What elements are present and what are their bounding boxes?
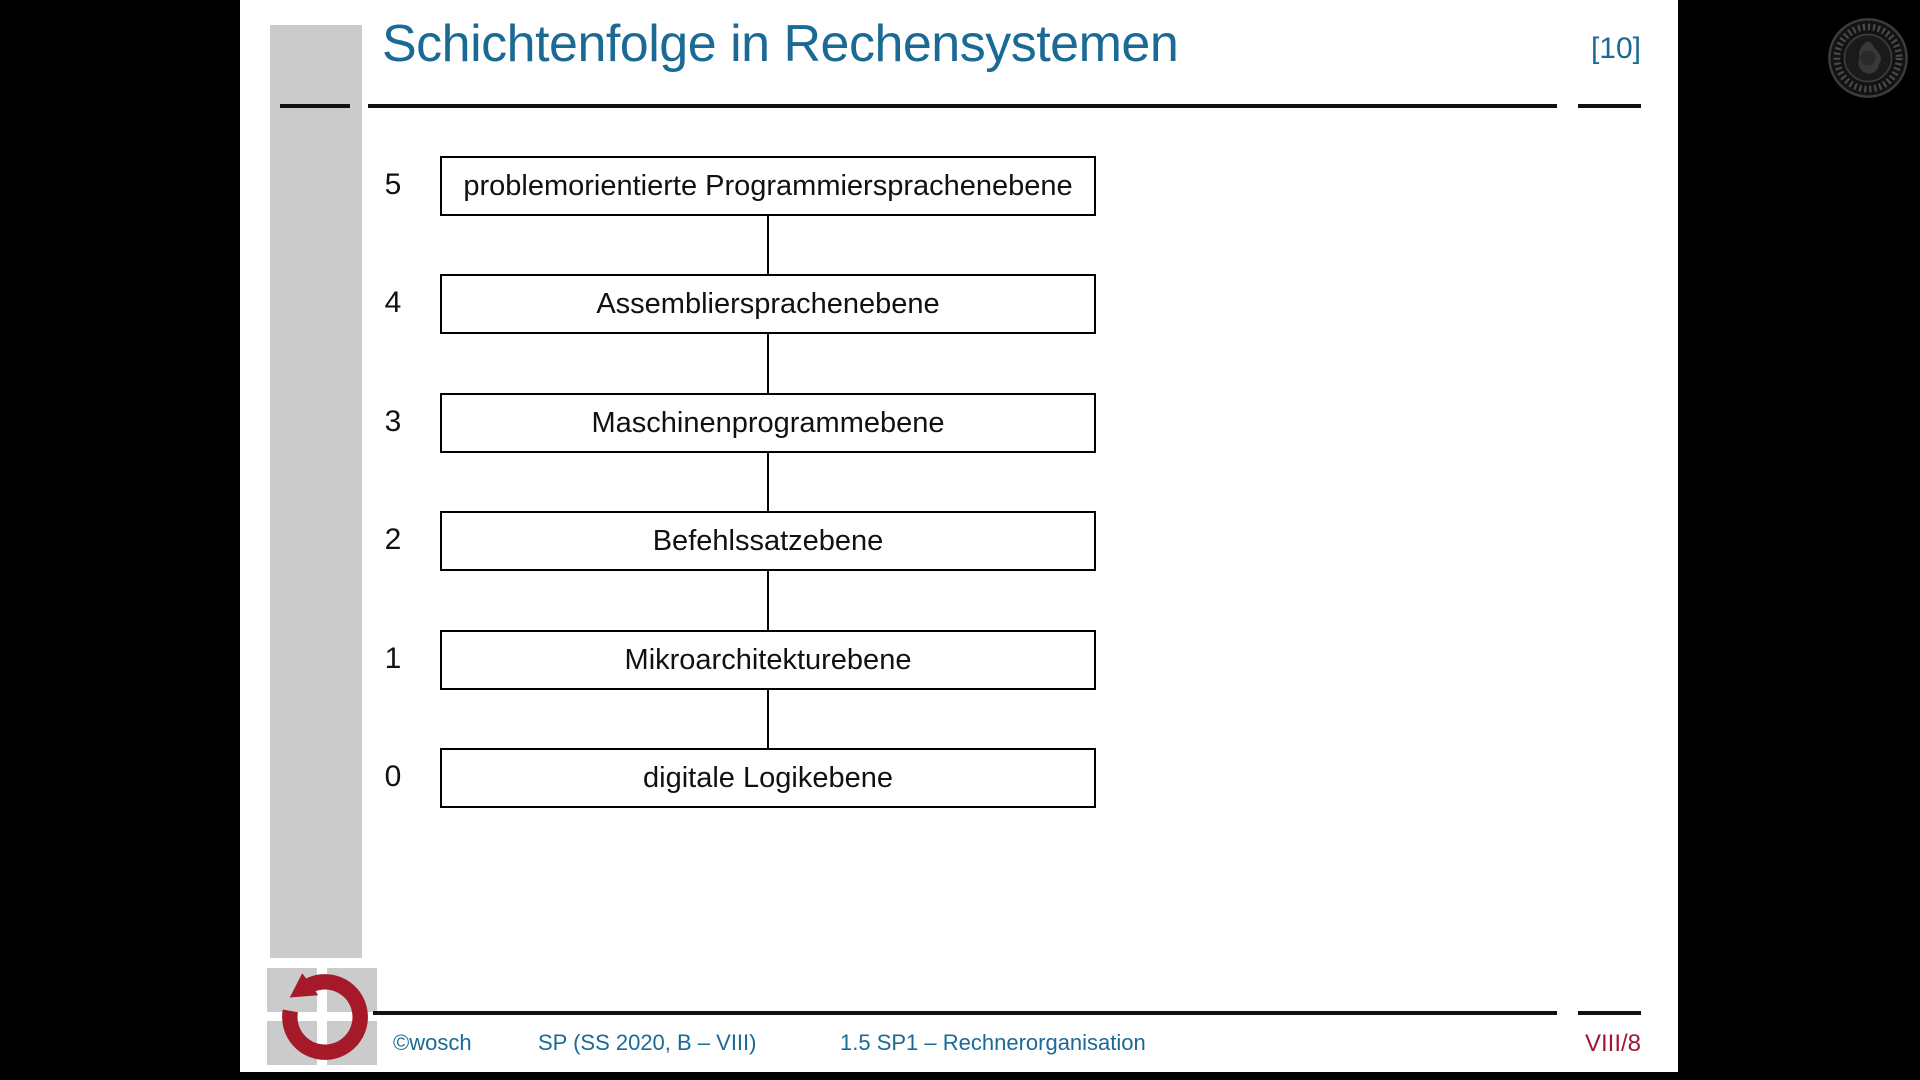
layer-number-4: 4	[384, 286, 402, 319]
footer-copyright: ©wosch	[393, 1030, 472, 1055]
citation-ref: [10]	[1590, 32, 1641, 65]
layer-box-4: Assembliersprachenebene	[440, 274, 1096, 334]
layer-number-5: 5	[384, 168, 402, 201]
footer-rule-dash-right	[1578, 1011, 1641, 1015]
layer-box-0: digitale Logikebene	[440, 748, 1096, 808]
layer-number-2: 2	[384, 523, 402, 556]
connector-2-1	[767, 571, 769, 630]
footer-page-number: VIII/8	[1584, 1030, 1641, 1057]
connector-3-2	[767, 453, 769, 511]
footer-course: SP (SS 2020, B – VIII)	[538, 1030, 757, 1055]
connector-4-3	[767, 334, 769, 393]
layer-number-1: 1	[384, 642, 402, 675]
slide: Schichtenfolge in Rechensystemen [10] 5 …	[240, 0, 1678, 1072]
connector-5-4	[767, 216, 769, 274]
layer-box-1: Mikroarchitekturebene	[440, 630, 1096, 690]
footer-section: 1.5 SP1 – Rechnerorganisation	[840, 1030, 1146, 1055]
sidebar-title-dash	[280, 104, 350, 108]
university-seal-icon	[1828, 18, 1908, 98]
layer-box-3: Maschinenprogrammebene	[440, 393, 1096, 453]
circular-arrow-logo-icon	[282, 973, 368, 1060]
title-rule-dash-right	[1578, 104, 1641, 108]
sidebar-gray-bar	[270, 25, 362, 958]
layer-number-3: 3	[384, 405, 402, 438]
layer-number-0: 0	[384, 760, 402, 793]
connector-1-0	[767, 690, 769, 748]
footer-rule	[373, 1011, 1557, 1015]
layer-box-2: Befehlssatzebene	[440, 511, 1096, 571]
page-title: Schichtenfolge in Rechensystemen	[382, 15, 1179, 73]
layer-box-5: problemorientierte Programmierspracheneb…	[440, 156, 1096, 216]
title-rule	[368, 104, 1557, 108]
